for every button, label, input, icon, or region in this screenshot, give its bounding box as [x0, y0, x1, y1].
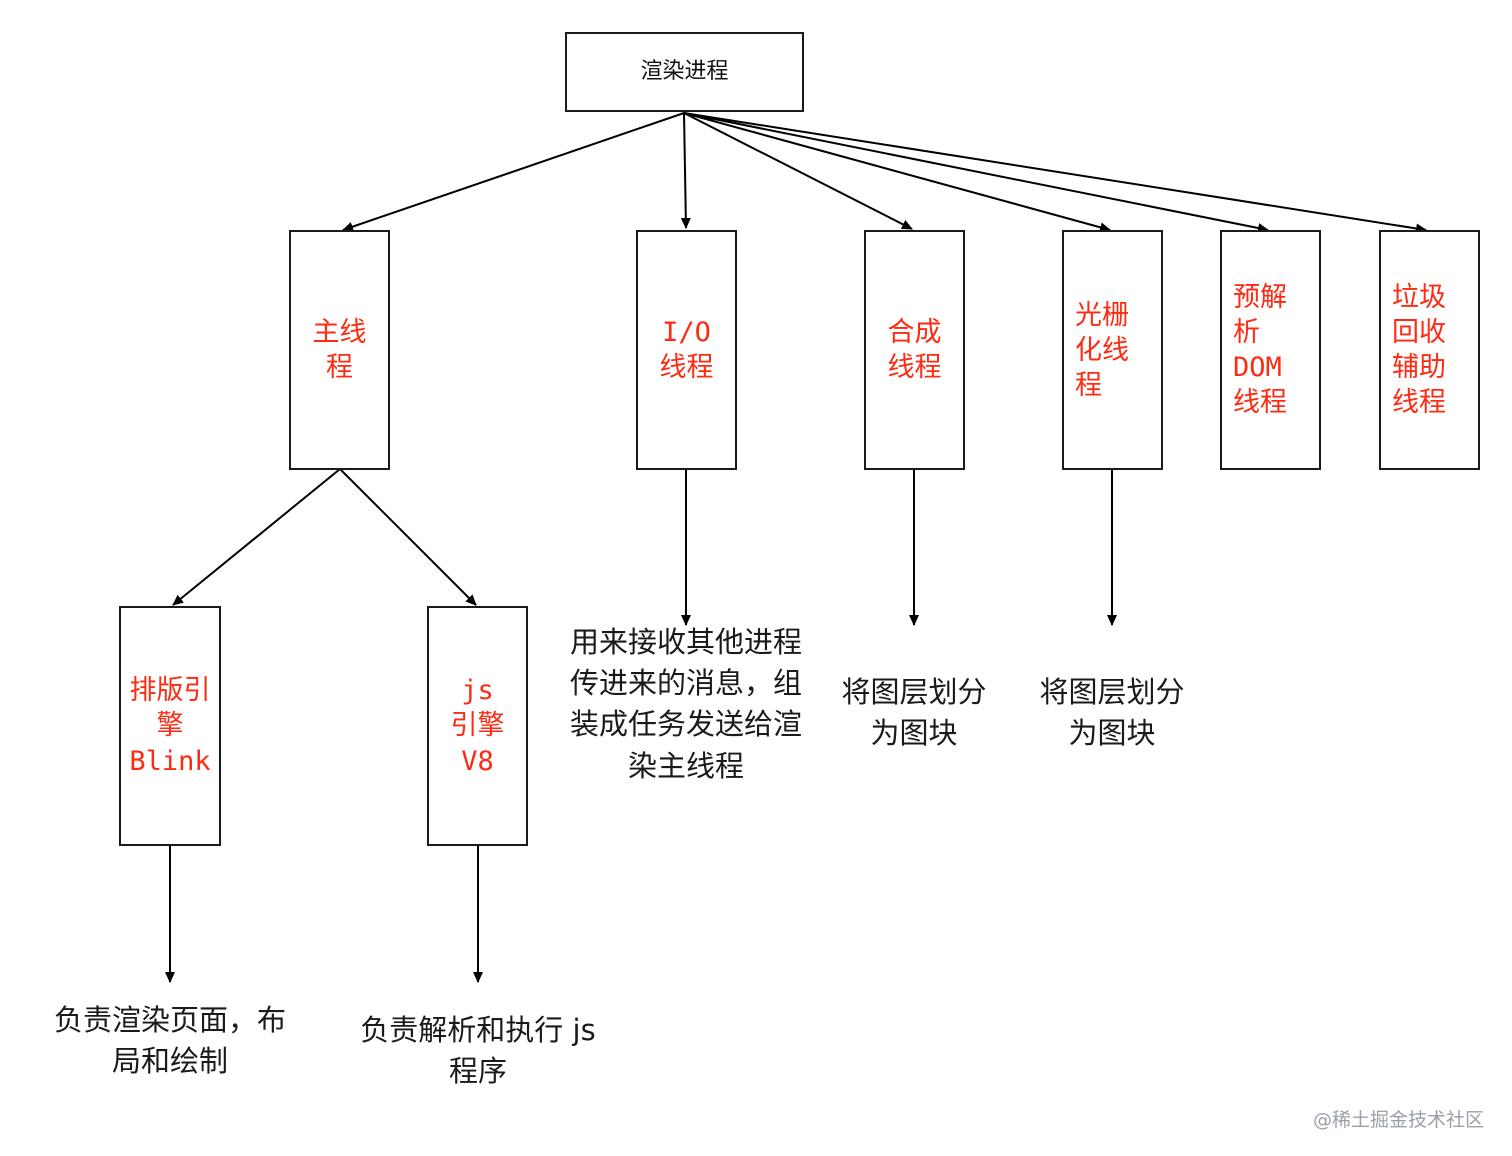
engine-node-label: 排版引 擎 Blink [129, 675, 211, 777]
description-compositor: 将图层划分 为图块 [841, 675, 987, 751]
watermark-text: @稀土掘金技术社区 [1312, 1109, 1484, 1131]
thread-node-gc: 垃圾 回收 辅助 线程 [1379, 230, 1480, 470]
edge-root-main [342, 112, 685, 232]
engine-node-blink: 排版引 擎 Blink [119, 606, 221, 846]
thread-node-raster: 光栅 化线 程 [1062, 230, 1163, 470]
description-v8: 负责解析和执行 js 程序 [360, 1013, 596, 1089]
thread-node-preparse: 预解 析 DOM 线程 [1220, 230, 1321, 470]
root-node-label: 渲染进程 [640, 58, 729, 84]
thread-node-label: 垃圾 回收 辅助 线程 [1392, 282, 1446, 419]
description-raster: 将图层划分 为图块 [1039, 675, 1185, 751]
thread-node-label: 预解 析 DOM 线程 [1233, 282, 1287, 419]
thread-node-main: 主线 程 [289, 230, 390, 470]
engine-node-v8: js 引擎 V8 [427, 606, 528, 846]
edge-root-raster [683, 112, 1111, 233]
edge-root-preparse [683, 112, 1269, 233]
edge-root-io [680, 112, 691, 229]
thread-node-label: 光栅 化线 程 [1075, 300, 1129, 402]
edge-main-v8 [339, 468, 477, 606]
root-node-render-process: 渲染进程 [565, 32, 804, 112]
thread-node-compositor: 合成 线程 [864, 230, 965, 470]
edge-root-gc [683, 112, 1427, 234]
edge-root-compositor [683, 112, 913, 230]
edge-main-blink [172, 468, 341, 606]
description-blink: 负责渲染页面，布 局和绘制 [53, 1003, 286, 1079]
thread-node-label: 合成 线程 [887, 316, 942, 383]
thread-node-label: 主线 程 [312, 316, 367, 383]
thread-node-io: I/O 线程 [636, 230, 737, 470]
engine-node-label: js 引擎 V8 [450, 675, 505, 777]
thread-node-label: I/O 线程 [659, 316, 714, 383]
description-io: 用来接收其他进程 传进来的消息，组 装成任务发送给渲 染主线程 [569, 625, 802, 783]
